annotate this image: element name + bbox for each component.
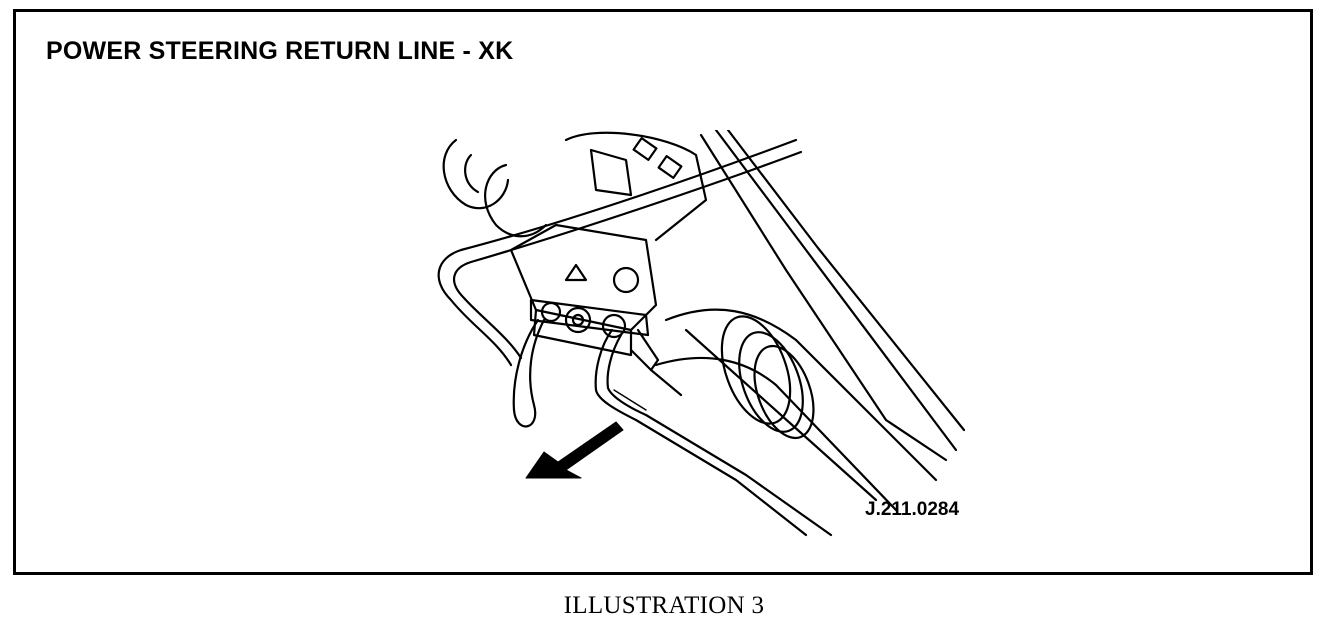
illustration-frame: POWER STEERING RETURN LINE - XK [13, 9, 1313, 575]
frame-rails [699, 130, 966, 462]
part-code-label: J.211.0284 [865, 499, 960, 520]
diagram-title: POWER STEERING RETURN LINE - XK [46, 37, 514, 65]
rack-boot [720, 315, 815, 440]
pipe-fittings [529, 298, 650, 339]
steering-rack-drawing [437, 130, 966, 537]
left-loop-pipe [512, 318, 546, 428]
illustration-caption: ILLUSTRATION 3 [563, 592, 765, 619]
rack-tube [654, 308, 938, 512]
return-line-pipe [594, 328, 833, 537]
mounting-bracket [629, 328, 683, 397]
valve-housing [442, 131, 708, 357]
upper-pipe [437, 138, 803, 367]
arrow-icon [525, 421, 624, 479]
